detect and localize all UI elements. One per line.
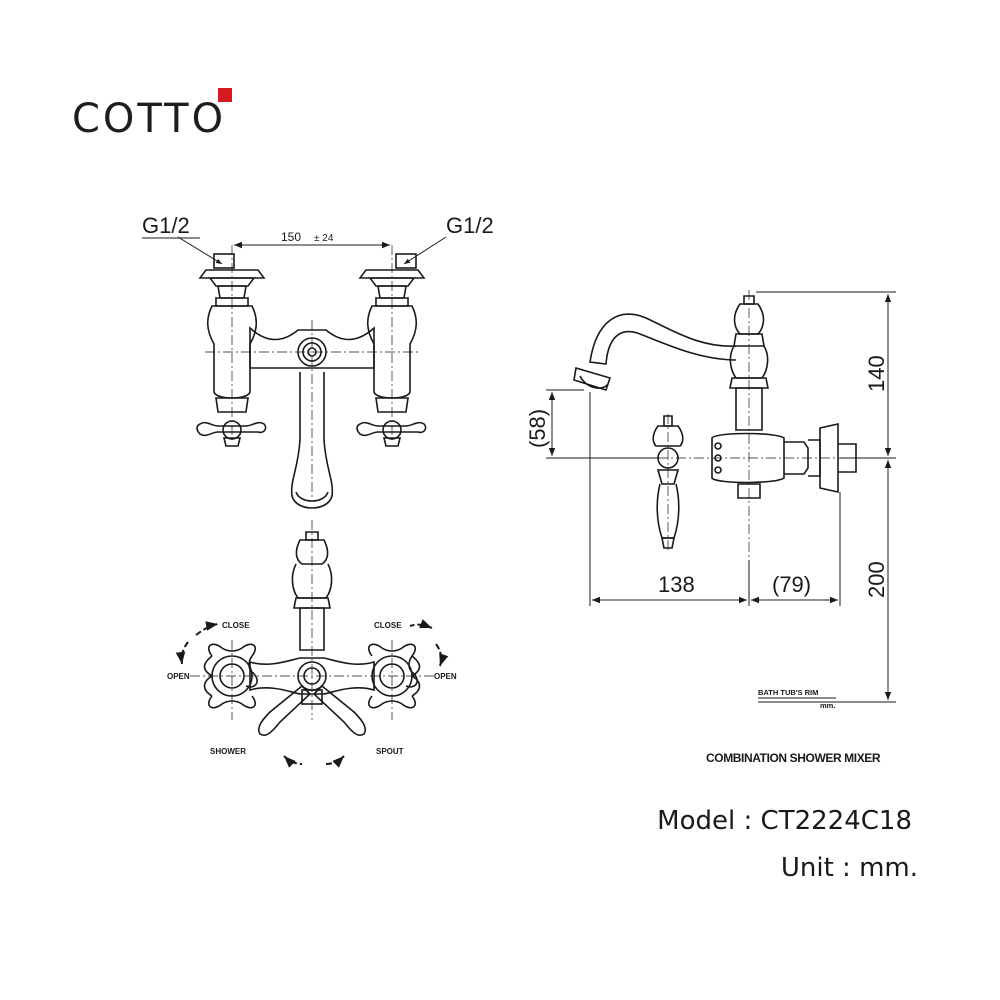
open-label-left: OPEN bbox=[167, 672, 190, 681]
model-value: CT2224C18 bbox=[760, 806, 912, 836]
shower-outlet bbox=[291, 531, 333, 651]
left-cross-handle bbox=[196, 420, 267, 447]
right-cross-handle bbox=[356, 420, 427, 447]
close-label-left: CLOSE bbox=[222, 621, 250, 630]
front-spout bbox=[290, 372, 334, 509]
right-inlet bbox=[358, 253, 426, 413]
brand-logo-mark bbox=[218, 88, 232, 102]
height-top-label: 140 bbox=[864, 355, 889, 392]
diverter-lever-right bbox=[312, 684, 367, 737]
side-body bbox=[711, 432, 785, 484]
left-cross-top bbox=[203, 643, 258, 709]
model-line: Model : CT2224C18 bbox=[657, 806, 912, 836]
center-distance-label: 150 bbox=[281, 230, 301, 244]
top-body bbox=[249, 657, 375, 695]
thread-label-left: G1/2 bbox=[142, 213, 190, 238]
unit-line: Unit : mm. bbox=[781, 853, 918, 883]
model-label: Model bbox=[657, 806, 736, 836]
model-separator: : bbox=[743, 806, 753, 836]
front-centerlines bbox=[205, 245, 420, 500]
height-rim-label: 200 bbox=[864, 561, 889, 598]
rim-unit-label: mm. bbox=[820, 701, 835, 710]
unit-separator: : bbox=[842, 853, 851, 883]
reach-label: 138 bbox=[658, 572, 695, 597]
front-body-bridge bbox=[249, 326, 375, 369]
open-label-right: OPEN bbox=[434, 672, 457, 681]
side-spout-arc bbox=[589, 313, 737, 365]
top-view bbox=[175, 520, 449, 768]
shower-label: SHOWER bbox=[210, 747, 246, 756]
spout-drop-label: (58) bbox=[525, 409, 550, 448]
center-tolerance-label: ± 24 bbox=[314, 233, 334, 244]
wall-label: (79) bbox=[772, 572, 811, 597]
close-label-right: CLOSE bbox=[374, 621, 402, 630]
left-inlet bbox=[198, 253, 266, 413]
front-dimensions bbox=[177, 236, 447, 265]
unit-label: Unit bbox=[780, 853, 834, 883]
side-view bbox=[573, 290, 860, 560]
diverter-lever-left bbox=[257, 684, 312, 737]
drawing-title: COMBINATION SHOWER MIXER bbox=[706, 751, 881, 765]
unit-value: mm. bbox=[859, 853, 918, 883]
spout-label: SPOUT bbox=[376, 747, 404, 756]
side-dimensions bbox=[546, 291, 896, 703]
thread-label-right: G1/2 bbox=[446, 213, 494, 238]
front-view bbox=[196, 245, 427, 509]
side-riser bbox=[729, 295, 769, 431]
brand-logo: COTTO bbox=[72, 96, 227, 142]
rim-label: BATH TUB'S RIM bbox=[758, 688, 818, 697]
right-cross-top bbox=[367, 643, 421, 709]
